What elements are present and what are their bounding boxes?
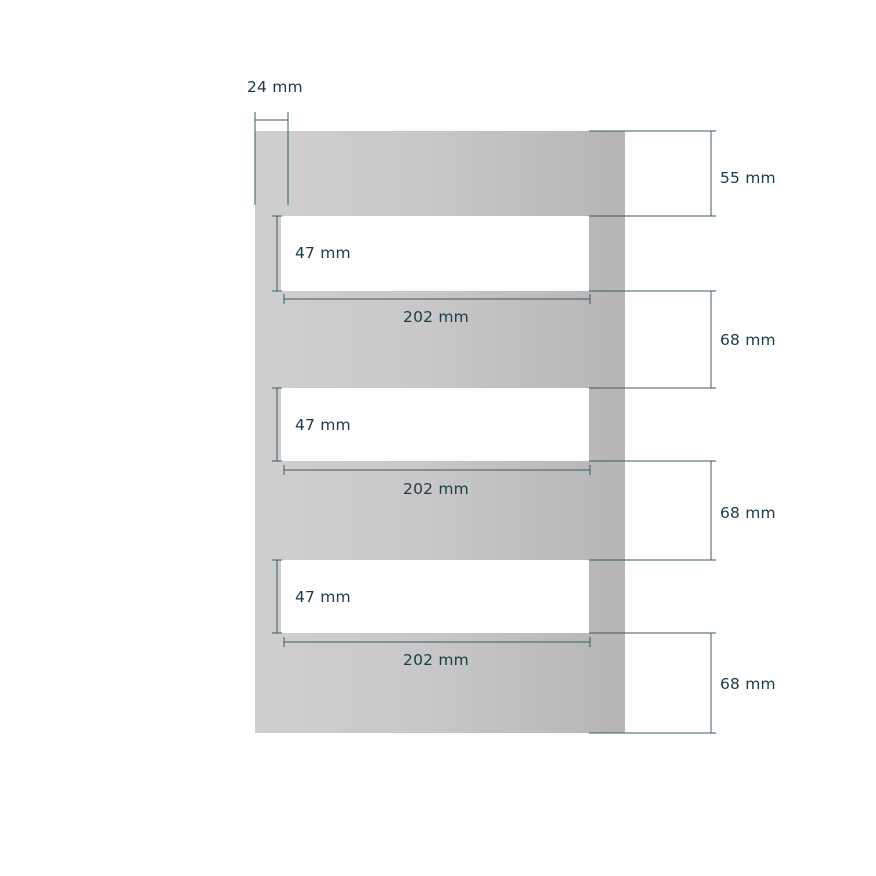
dim-label-202mm-3: 202 mm — [403, 651, 469, 669]
dim-label-202mm-1: 202 mm — [403, 308, 469, 326]
dim-label-68mm-b: 68 mm — [720, 504, 776, 522]
dim-label-68mm-a: 68 mm — [720, 331, 776, 349]
slot-1 — [281, 216, 589, 291]
dim-label-24mm: 24 mm — [247, 78, 303, 96]
dim-label-47mm-3: 47 mm — [295, 588, 351, 606]
slot-2 — [281, 388, 589, 461]
dim-label-47mm-2: 47 mm — [295, 416, 351, 434]
dim-label-55mm: 55 mm — [720, 169, 776, 187]
dim-label-202mm-2: 202 mm — [403, 480, 469, 498]
dim-label-68mm-c: 68 mm — [720, 675, 776, 693]
slot-3 — [281, 560, 589, 633]
dim-label-47mm-1: 47 mm — [295, 244, 351, 262]
